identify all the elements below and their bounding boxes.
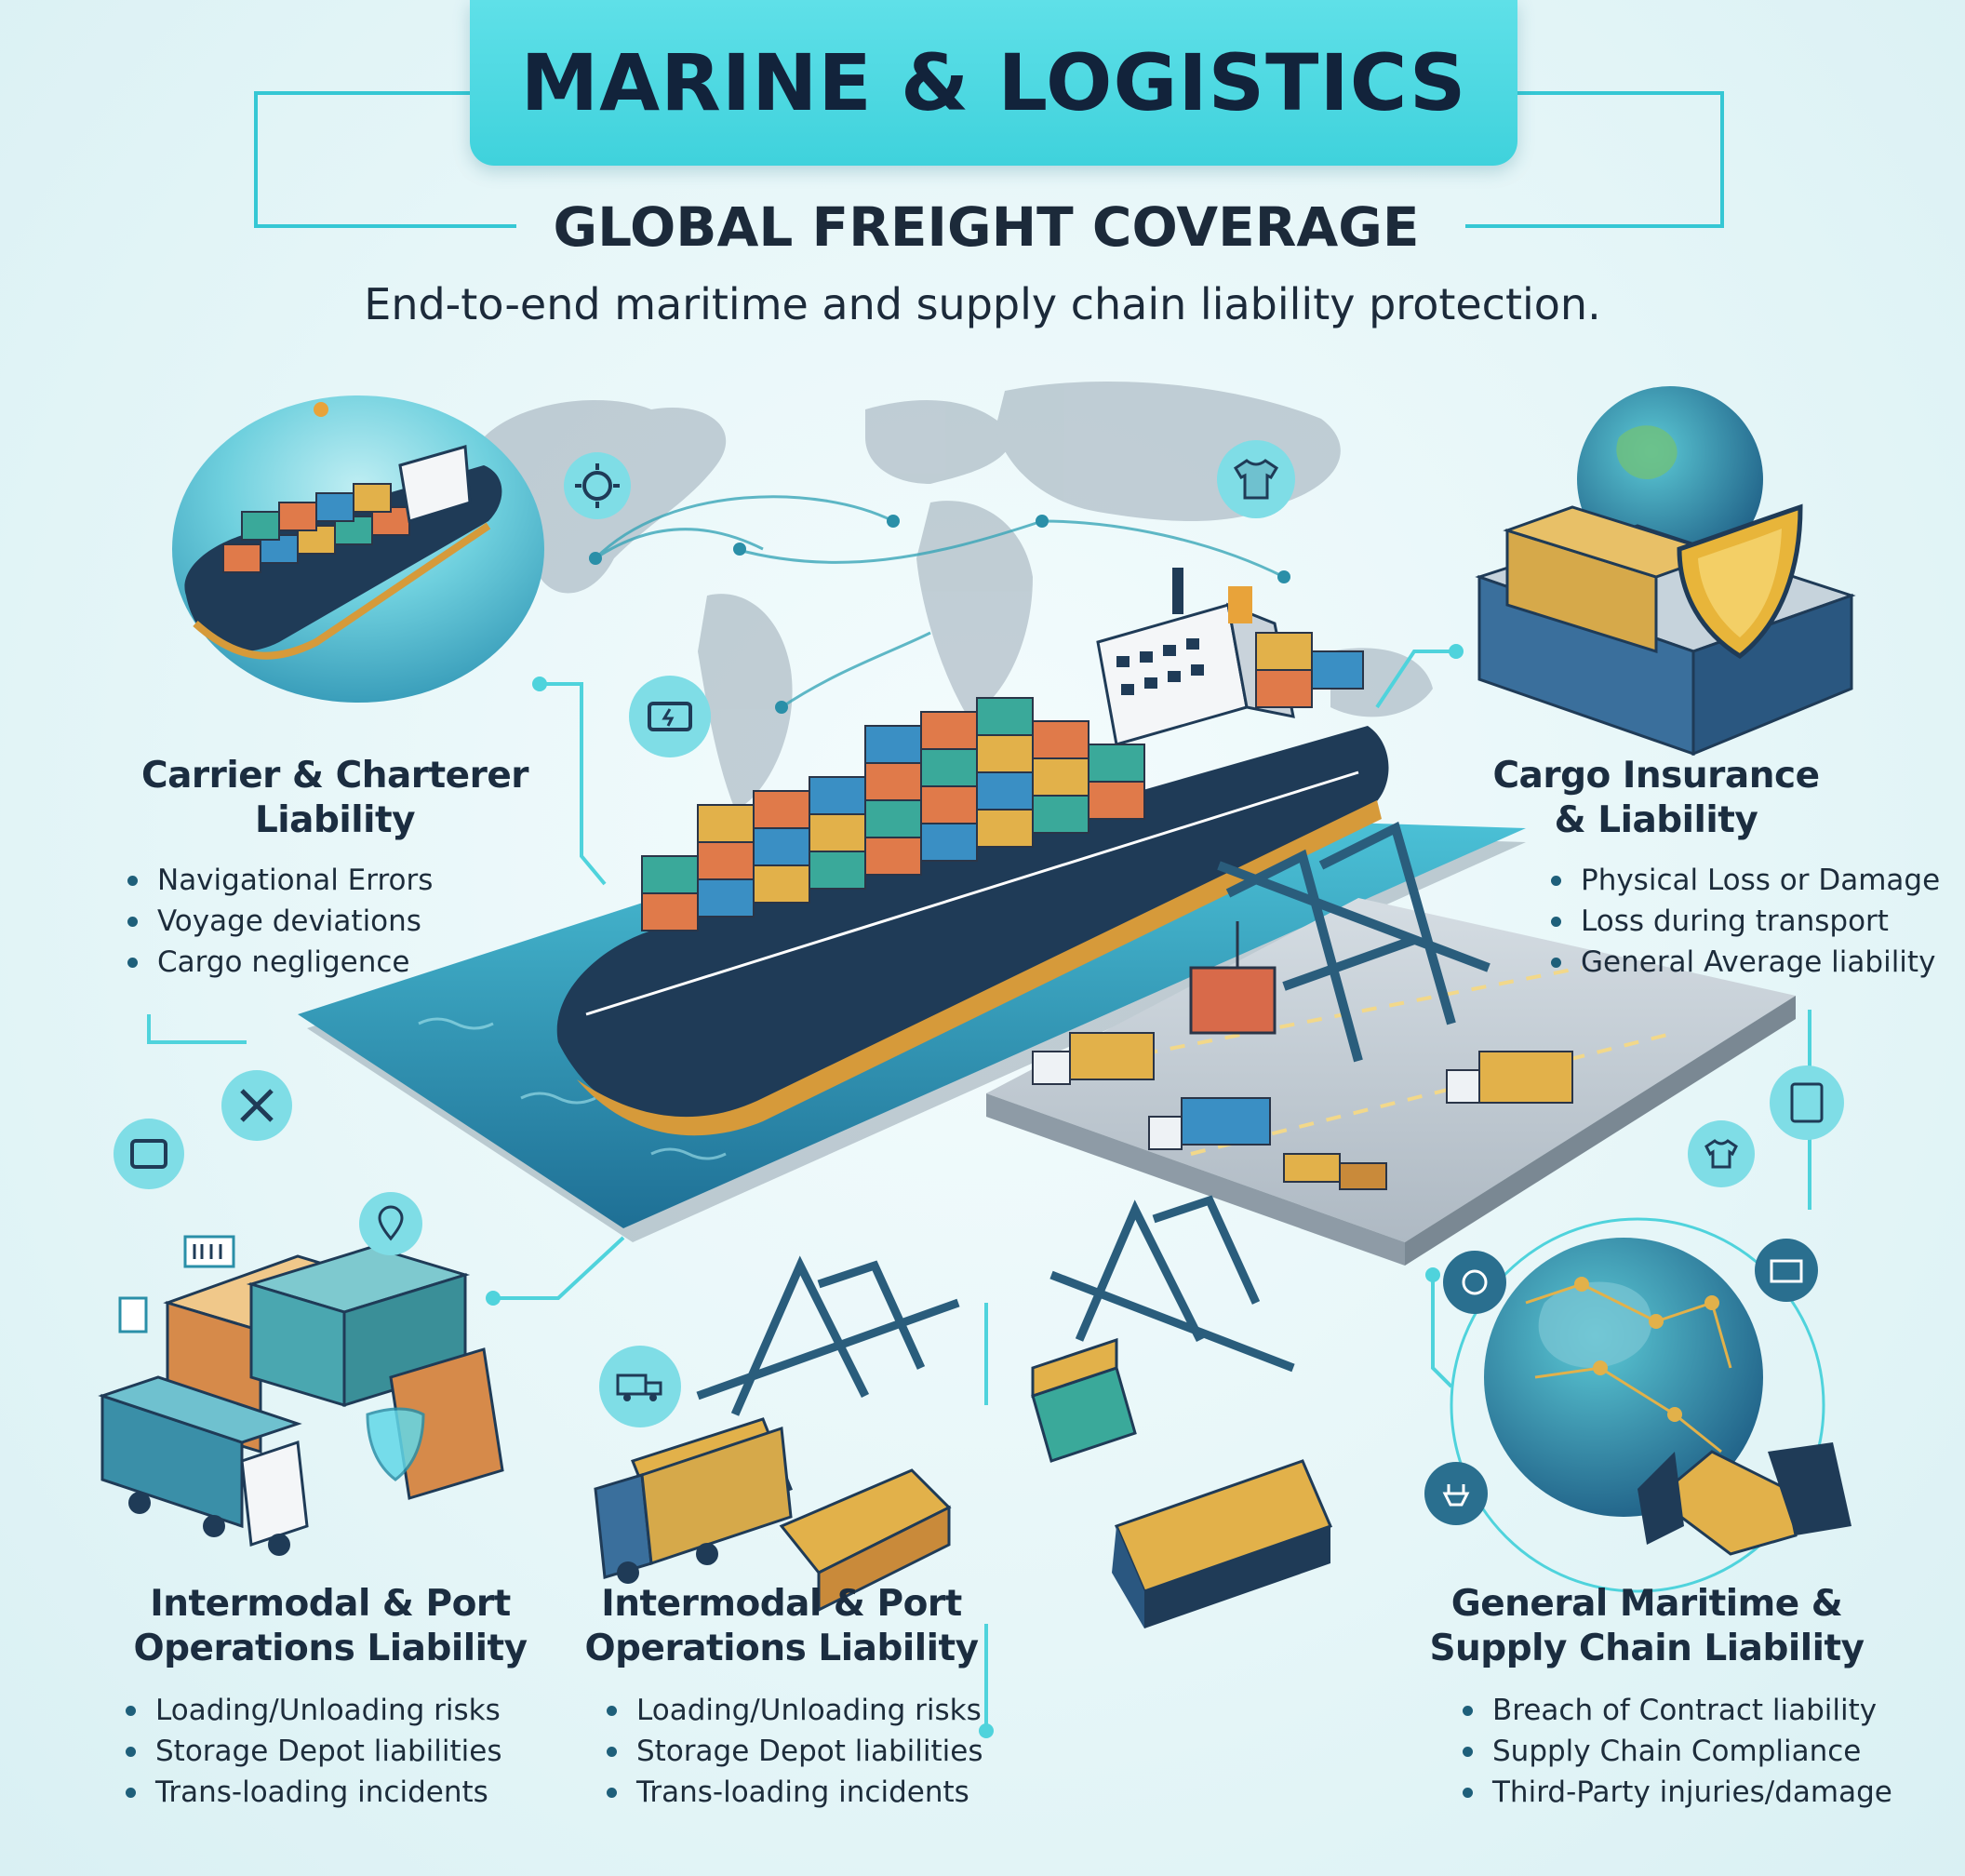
section-general-title: General Maritime & Supply Chain Liabilit…: [1429, 1583, 1865, 1669]
plug-icon: [1424, 1462, 1488, 1525]
list-item: Third-Party injuries/damage: [1461, 1772, 1907, 1813]
list-item: Physical Loss or Damage: [1549, 860, 1940, 901]
briefcase-icon: [1755, 1239, 1818, 1302]
gear-icon: [564, 452, 631, 519]
list-item: General Average liability: [1549, 942, 1935, 983]
section-cargo-title: Cargo Insurance & Liability: [1492, 755, 1820, 841]
list-item: Voyage deviations: [126, 901, 554, 942]
tshirt-icon: [1217, 440, 1295, 518]
wrench-icon: [221, 1070, 292, 1141]
section-general: General Maritime & Supply Chain Liabilit…: [1424, 1582, 1907, 1813]
route-lines: [594, 495, 1285, 709]
page-subtitle: GLOBAL FREIGHT COVERAGE: [553, 195, 1420, 259]
list-item: Loading/Unloading risks: [605, 1690, 991, 1731]
engine-icon: [629, 676, 711, 757]
engine-block-icon: [114, 1119, 184, 1189]
page-title: MARINE & LOGISTICS: [520, 37, 1467, 128]
barcode-icon: [183, 1235, 235, 1268]
section-carrier-title: Carrier & Charterer Liability: [140, 755, 529, 841]
section-carrier-bullets: Navigational Errors Voyage deviations Ca…: [126, 860, 554, 983]
cargo-containers-shield: [1475, 386, 1856, 757]
list-item: Trans-loading incidents: [605, 1772, 991, 1813]
header-banner: MARINE & LOGISTICS: [470, 0, 1517, 166]
section-intermodal-center-title: Intermodal & Port Operations Liability: [584, 1583, 979, 1669]
intermodal-left-illustration: [98, 1245, 504, 1556]
container-ship: [556, 568, 1389, 1136]
section-carrier: Carrier & Charterer Liability Navigation…: [116, 754, 554, 983]
section-cargo-bullets: Physical Loss or Damage Loss during tran…: [1549, 860, 1940, 983]
list-item: Loading/Unloading risks: [124, 1690, 544, 1731]
list-item: Loss during transport: [1549, 901, 1907, 942]
section-intermodal-left-title: Intermodal & Port Operations Liability: [133, 1583, 528, 1669]
page-tagline: End-to-end maritime and supply chain lia…: [364, 279, 1601, 329]
section-intermodal-left: Intermodal & Port Operations Liability L…: [116, 1582, 544, 1813]
list-item: Supply Chain Compliance: [1461, 1731, 1907, 1772]
section-cargo: Cargo Insurance & Liability Physical Los…: [1461, 754, 1940, 983]
train-crane-illustration: [1031, 1195, 1333, 1628]
section-intermodal-center: Intermodal & Port Operations Liability L…: [572, 1582, 991, 1813]
document-icon: [118, 1296, 148, 1333]
carrier-ship-circle: [172, 395, 544, 703]
section-intermodal-left-bullets: Loading/Unloading risks Storage Depot li…: [124, 1690, 544, 1813]
truck-icon: [599, 1346, 681, 1427]
list-item: Navigational Errors: [126, 860, 554, 901]
list-item: Cargo negligence: [126, 942, 554, 983]
tablet-icon: [1770, 1065, 1844, 1140]
list-item: Breach of Contract liability: [1461, 1690, 1907, 1731]
dock-platform: [986, 898, 1796, 1266]
dock-crane: [1217, 821, 1490, 1063]
dock-trucks: [1032, 1032, 1573, 1190]
list-item: Storage Depot liabilities: [605, 1731, 991, 1772]
section-intermodal-center-bullets: Loading/Unloading risks Storage Depot li…: [605, 1690, 991, 1813]
list-item: Trans-loading incidents: [124, 1772, 544, 1813]
section-general-bullets: Breach of Contract liability Supply Chai…: [1461, 1690, 1907, 1813]
list-item: Storage Depot liabilities: [124, 1731, 544, 1772]
hanging-container: [1189, 966, 1277, 1035]
map-pin-icon: [359, 1192, 422, 1255]
intermodal-center-illustration: [594, 1255, 960, 1613]
network-gear-icon: [1443, 1251, 1506, 1314]
tshirt-tag-icon: [1688, 1120, 1755, 1187]
general-globe-handshake: [1450, 1217, 1851, 1593]
